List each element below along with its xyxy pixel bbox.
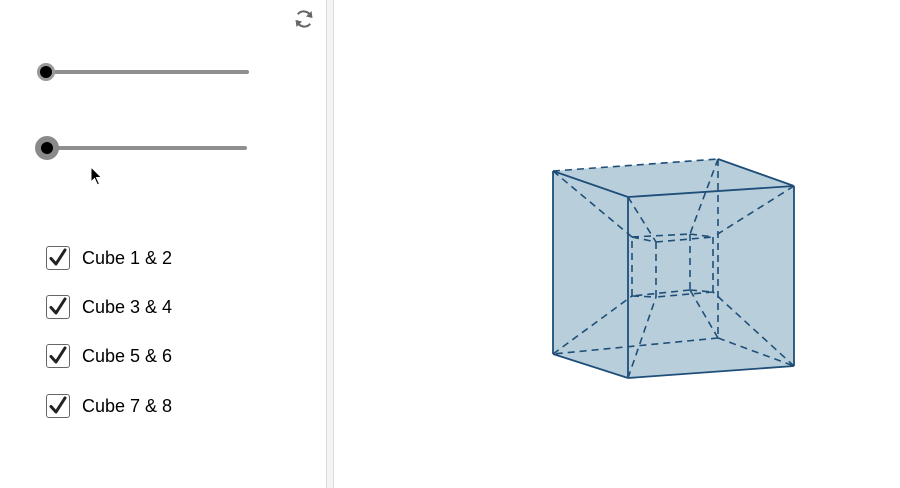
- checkmark-icon: [49, 346, 67, 364]
- checkbox-box[interactable]: [46, 344, 70, 368]
- inner-link-bl: [631, 295, 657, 298]
- slider-2-handle[interactable]: [35, 136, 59, 160]
- checkbox-label: Cube 7 & 8: [82, 395, 173, 416]
- slider-1-track[interactable]: [37, 70, 249, 74]
- checkmark-icon: [49, 297, 67, 315]
- diag-outer-2: [689, 158, 719, 235]
- checkbox-label: Cube 3 & 4: [82, 296, 173, 317]
- visible-edges: [552, 158, 795, 379]
- diag-outer-4: [689, 289, 719, 339]
- reset-icon: [295, 10, 313, 28]
- hypercube-drawing: [552, 158, 795, 379]
- checkmark-icon: [49, 396, 67, 414]
- reset-button[interactable]: [292, 7, 316, 31]
- checkbox-box[interactable]: [46, 295, 70, 319]
- inner-front-bottom: [631, 289, 691, 297]
- diag-outer-8: [712, 291, 795, 367]
- checkbox-box[interactable]: [46, 394, 70, 418]
- inner-link-br: [689, 289, 714, 293]
- diag-outer-1: [552, 170, 633, 238]
- graphics-view[interactable]: [334, 0, 900, 488]
- slider-1[interactable]: [37, 60, 249, 84]
- back-face: [553, 159, 718, 354]
- diag-outer-6: [712, 185, 795, 238]
- checkbox-cube-5-6[interactable]: Cube 5 & 6: [46, 342, 172, 370]
- slider-2-track[interactable]: [37, 146, 247, 150]
- back-edge-bottom: [552, 337, 719, 355]
- edge-top-left: [552, 170, 629, 198]
- edge-top-right: [717, 158, 795, 187]
- checkbox-label: Cube 5 & 6: [82, 345, 173, 366]
- back-edge-right-bottom: [717, 337, 795, 367]
- top-face: [553, 159, 794, 197]
- mouse-pointer-icon: [90, 166, 103, 186]
- edge-bottom-left: [552, 353, 629, 379]
- checkbox-label: Cube 1 & 2: [82, 247, 173, 268]
- checkbox-box[interactable]: [46, 246, 70, 270]
- inner-back-bottom: [655, 291, 714, 298]
- front-face: [628, 186, 794, 378]
- checkbox-cube-7-8[interactable]: Cube 7 & 8: [46, 392, 172, 420]
- hidden-edges: [552, 158, 795, 379]
- checkbox-cube-3-4[interactable]: Cube 3 & 4: [46, 293, 172, 321]
- algebra-panel: Cube 1 & 2 Cube 3 & 4 Cube 5 & 6: [0, 0, 326, 488]
- hypercube-faces: [553, 159, 794, 378]
- left-face: [553, 171, 628, 378]
- inner-link-tl: [631, 236, 657, 243]
- inner-front-top: [631, 233, 691, 238]
- edge-front-top: [627, 185, 795, 198]
- diag-outer-3: [552, 295, 633, 355]
- diag-outer-5: [627, 196, 657, 243]
- slider-2[interactable]: [35, 136, 247, 160]
- inner-link-tr: [689, 233, 714, 238]
- back-edge-top: [552, 158, 719, 172]
- slider-1-handle[interactable]: [37, 63, 55, 81]
- edge-front-bottom: [627, 365, 795, 379]
- inner-back-top: [655, 236, 714, 243]
- diag-outer-7: [627, 296, 657, 379]
- panel-divider[interactable]: [326, 0, 334, 488]
- checkmark-icon: [49, 248, 67, 266]
- checkbox-cube-1-2[interactable]: Cube 1 & 2: [46, 244, 172, 272]
- bottom-face: [553, 338, 794, 378]
